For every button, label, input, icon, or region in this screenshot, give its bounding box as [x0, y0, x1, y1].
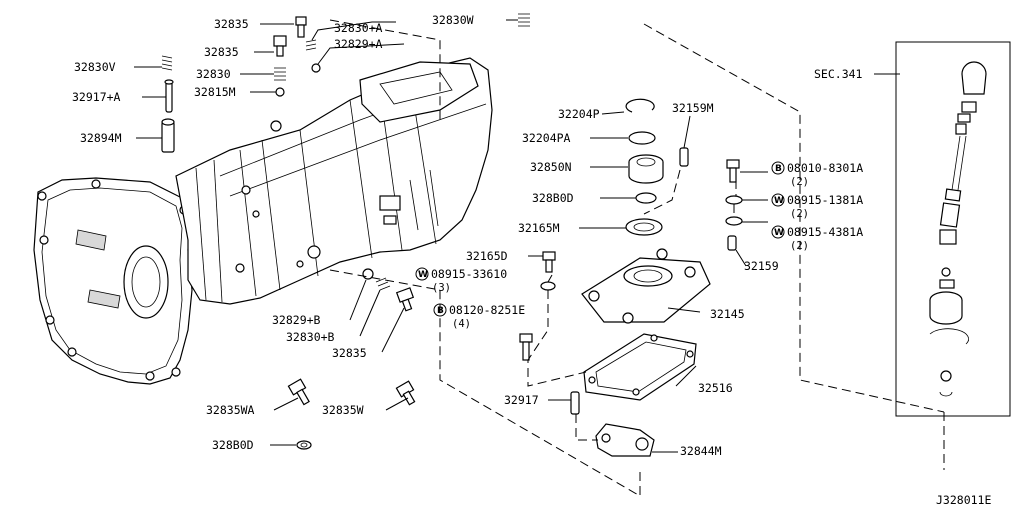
pin-32159m-icon — [679, 147, 689, 167]
ball-32829a-icon — [311, 63, 321, 73]
ring-32204pa-icon — [628, 131, 656, 145]
label-32835-3: 32835 — [332, 346, 367, 360]
pin-32917-icon — [570, 391, 580, 415]
rod-32917a-icon — [164, 79, 174, 113]
label-32830w: 32830W — [432, 13, 474, 27]
qty-08010-8301a: (2) — [790, 176, 809, 188]
gasket-32165m-icon — [625, 218, 663, 236]
bolt-32165d-icon — [542, 251, 556, 273]
svg-text:B: B — [775, 164, 782, 174]
label-32835-2: 32835 — [204, 45, 239, 59]
label-08120-8251e: 08120-8251E — [449, 303, 525, 317]
spring-32830v-icon — [161, 55, 173, 71]
spring-32830-icon — [274, 67, 286, 81]
qty-08915-4381a: (2) — [790, 240, 809, 252]
label-32850n: 32850N — [530, 160, 572, 174]
prefix-b-08120-8251e: B — [433, 303, 447, 317]
pin-32894m-icon — [161, 118, 175, 153]
label-32830a: 32830+A — [334, 21, 383, 35]
label-32165m: 32165M — [518, 221, 560, 235]
ball-32815m-icon — [275, 87, 285, 97]
control-housing-32145-icon — [581, 248, 711, 324]
prefix-w-08915-33610: W — [415, 267, 429, 281]
assembly-dash-lines — [329, 19, 945, 497]
label-32835-top: 32835 — [214, 17, 249, 31]
label-32830v: 32830V — [74, 60, 116, 74]
washer-08915-4381a-icon — [725, 216, 743, 226]
label-08915-1381a: 08915-1381A — [787, 193, 863, 207]
leader-lines — [134, 19, 900, 453]
label-32159m: 32159M — [672, 101, 714, 115]
svg-text:W: W — [774, 196, 784, 206]
label-08915-33610: 08915-33610 — [431, 267, 507, 281]
svg-text:W: W — [774, 228, 784, 238]
label-32917a: 32917+A — [72, 90, 121, 104]
gasket-32516-icon — [583, 333, 697, 401]
label-32844m: 32844M — [680, 444, 722, 458]
bolt-08120-8251e-icon — [519, 333, 533, 361]
label-32815m: 32815M — [194, 85, 236, 99]
washer-08915-1381a-icon — [725, 195, 743, 205]
qty-08120-8251e: (4) — [452, 318, 471, 330]
label-32145: 32145 — [710, 307, 745, 321]
prefix-b-08010-8301a: B — [771, 161, 785, 175]
snap-ring-32204p-icon — [625, 98, 655, 113]
bolt-08010-8301a-icon — [726, 159, 740, 183]
bushing-32850n-icon — [628, 154, 664, 184]
bolt-32835-top-icon — [295, 16, 307, 38]
label-32159: 32159 — [744, 259, 779, 273]
washer-328b0d-b-icon — [296, 440, 312, 450]
label-32830b: 32830+B — [286, 330, 335, 344]
svg-text:B: B — [437, 306, 444, 316]
bolt-32835-3-icon — [395, 287, 415, 312]
label-32917: 32917 — [504, 393, 539, 407]
pin-32159-icon — [727, 235, 737, 251]
label-32204pa: 32204PA — [522, 131, 571, 145]
bolt-32835-2-icon — [273, 35, 287, 57]
diagram-id: J328011E — [936, 493, 991, 507]
label-328b0d-a: 328B0D — [532, 191, 574, 205]
label-sec341: SEC.341 — [814, 67, 863, 81]
shift-lever-assembly-icon — [929, 61, 987, 397]
transmission-housing — [33, 57, 493, 385]
spring-32830a-icon — [305, 39, 317, 51]
label-08915-4381a: 08915-4381A — [787, 225, 863, 239]
label-32830: 32830 — [196, 67, 231, 81]
sec341-inset-frame — [895, 41, 1011, 417]
label-32165d: 32165D — [466, 249, 508, 263]
bolt-32835wa-icon — [287, 378, 310, 406]
spring-32830b-icon — [375, 277, 391, 291]
label-32835w: 32835W — [322, 403, 364, 417]
qty-08915-1381a: (2) — [790, 208, 809, 220]
label-32516: 32516 — [698, 381, 733, 395]
bolt-32835w-icon — [395, 380, 416, 406]
part-labels: 32835 32830+A 32829+A 32830W 32830V 3283… — [72, 13, 991, 507]
label-32835wa: 32835WA — [206, 403, 255, 417]
label-32829a: 32829+A — [334, 37, 383, 51]
label-08010-8301a: 08010-8301A — [787, 161, 863, 175]
svg-text:W: W — [418, 270, 428, 280]
bracket-32844m-icon — [595, 423, 655, 457]
label-32829b: 32829+B — [272, 313, 321, 327]
washer-08915-33610-icon — [540, 281, 556, 291]
label-328b0d-b: 328B0D — [212, 438, 254, 452]
prefix-w-08915-4381a: W — [771, 225, 785, 239]
qty-08915-33610: (3) — [432, 282, 451, 294]
prefix-w-08915-1381a: W — [771, 193, 785, 207]
label-32204p: 32204P — [558, 107, 600, 121]
washer-328b0d-a-icon — [635, 192, 657, 204]
label-32894m: 32894M — [80, 131, 122, 145]
spring-32830w-icon — [518, 13, 530, 27]
